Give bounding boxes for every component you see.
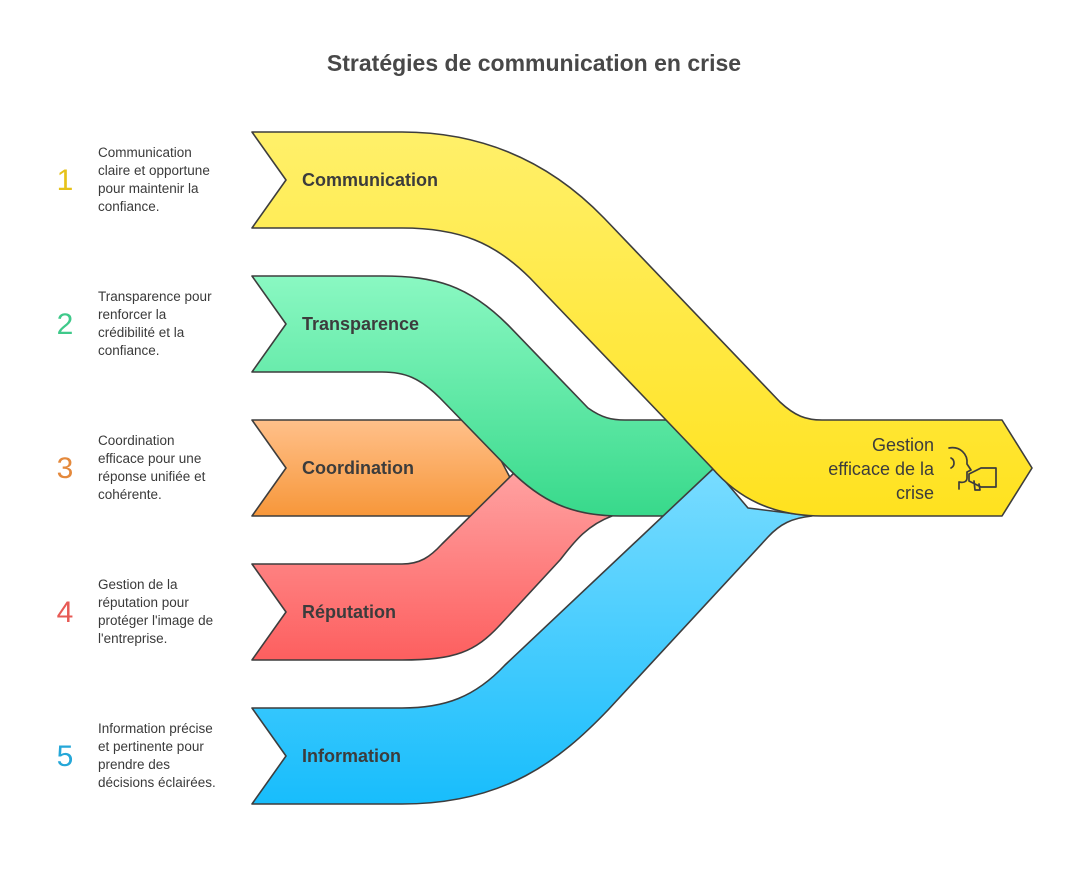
description-line: confiance.: [98, 199, 160, 214]
step-number-3: 3: [56, 452, 74, 485]
description-line: décisions éclairées.: [98, 775, 216, 790]
band-label-reputation: Réputation: [302, 602, 396, 622]
description-line: réponse unifiée et: [98, 469, 206, 484]
band-label-information: Information: [302, 746, 401, 766]
description-line: crédibilité et la: [98, 325, 185, 340]
step-description-5: Information précise et pertinente pour p…: [98, 720, 238, 792]
description-line: prendre des: [98, 757, 171, 772]
description-line: Transparence pour: [98, 289, 212, 304]
page-title: Stratégies de communication en crise: [326, 50, 742, 76]
band-label-coordination: Coordination: [302, 458, 414, 478]
description-line: Communication: [98, 145, 192, 160]
band-information: [251, 467, 813, 805]
description-line: efficace pour une: [98, 451, 202, 466]
band-label-communication: Communication: [302, 170, 439, 190]
description-line: et pertinente pour: [98, 739, 204, 754]
step-description-3: Coordination efficace pour une réponse u…: [98, 432, 238, 504]
step-number-4: 4: [56, 596, 74, 629]
band-reputation: [251, 466, 613, 661]
band-label-transparence: Transparence: [302, 314, 420, 334]
band-communication: [251, 131, 1033, 517]
description-line: réputation pour: [98, 595, 189, 610]
target-label-line: crise: [895, 483, 934, 503]
megaphone-speaker-icon: [948, 446, 997, 491]
step-number-2: 2: [56, 308, 74, 341]
step-number-5: 5: [56, 740, 74, 773]
step-description-4: Gestion de la réputation pour protéger l…: [98, 576, 238, 648]
step-number-1: 1: [56, 164, 74, 197]
description-line: Gestion de la: [98, 577, 178, 592]
description-line: protéger l'image de: [98, 613, 214, 628]
description-line: Coordination: [98, 433, 175, 448]
step-description-2: Transparence pour renforcer la crédibili…: [98, 288, 238, 360]
description-line: Information précise: [98, 721, 213, 736]
band-coordination: [251, 419, 531, 517]
description-line: pour maintenir la: [98, 181, 199, 196]
step-description-1: Communication claire et opportune pour m…: [98, 144, 238, 216]
band-transparence: [251, 275, 715, 517]
target-label-line: Gestion: [871, 435, 934, 455]
description-line: l'entreprise.: [98, 631, 168, 646]
description-line: claire et opportune: [98, 163, 210, 178]
target-label: Gestion efficace de la crise: [800, 433, 934, 505]
description-line: renforcer la: [98, 307, 167, 322]
description-line: confiance.: [98, 343, 160, 358]
description-line: cohérente.: [98, 487, 162, 502]
target-label-line: efficace de la: [828, 459, 934, 479]
